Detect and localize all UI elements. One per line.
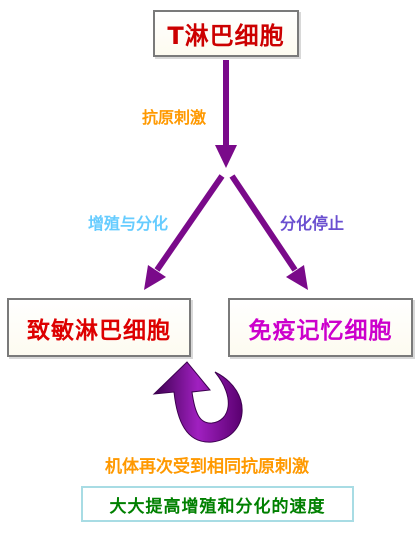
- arrow-antigen-stimulus: [215, 60, 237, 168]
- arrow-differentiation-stop: [229, 174, 308, 290]
- curved-arrow-memory-to-effector: [152, 361, 243, 443]
- antigen-stimulus-label: 抗原刺激: [142, 108, 207, 127]
- effector-lymphocyte-node: 致敏淋巴细胞: [7, 298, 191, 357]
- effector-lymphocyte-label: 致敏淋巴细胞: [27, 317, 171, 344]
- t-lymphocyte-node: T淋巴细胞: [153, 10, 299, 57]
- memory-cell-node: 免疫记忆细胞: [228, 298, 413, 357]
- re-exposure-label: 机体再次受到相同抗原刺激: [105, 457, 309, 477]
- differentiation-stop-label: 分化停止: [280, 214, 345, 233]
- arrow-proliferation: [144, 174, 225, 290]
- t-lymphocyte-label: T淋巴细胞: [167, 22, 285, 50]
- result-node: 大大提高增殖和分化的速度: [81, 486, 354, 522]
- proliferation-label: 增殖与分化: [88, 214, 169, 233]
- result-label: 大大提高增殖和分化的速度: [109, 496, 326, 517]
- memory-cell-label: 免疫记忆细胞: [248, 317, 393, 344]
